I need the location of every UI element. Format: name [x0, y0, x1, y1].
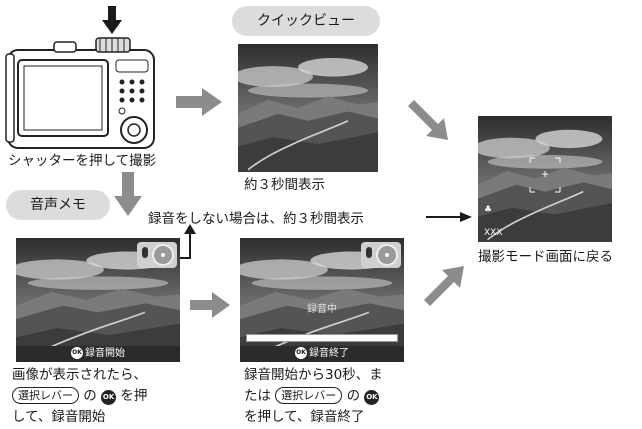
step-left-line2: 選択レバー の OK を押 — [12, 387, 147, 406]
display-3s-label: 約３秒間表示 — [244, 177, 325, 193]
step-right-line3: を押して、録音終了 — [244, 409, 365, 425]
diagonal-up-arrow-icon — [424, 266, 464, 306]
down-arrow-icon — [102, 6, 122, 34]
recording-status: 録音中 — [307, 304, 337, 315]
record-progress — [246, 334, 398, 342]
mic-icon — [366, 247, 372, 258]
step-left-line3: して、録音開始 — [12, 409, 106, 425]
speaker-disc-icon — [152, 244, 174, 266]
down-arrow-gray-icon — [114, 172, 142, 216]
camera-illustration — [4, 24, 160, 150]
step-left-line1: 画像が表示されたら、 — [12, 367, 147, 383]
right-arrow-icon — [176, 88, 222, 116]
step-right-line2: たは 選択レバー の OK — [244, 387, 380, 405]
ok-button-icon: OK — [71, 347, 83, 359]
step-right-line1: 録音開始から30秒、ま — [244, 367, 383, 383]
diagonal-arrow-icon — [408, 100, 448, 140]
select-lever-icon: 選択レバー — [275, 387, 343, 404]
right-arrow-black-icon — [426, 212, 472, 222]
quick-view-label: クイックビュー — [232, 6, 380, 36]
select-lever-icon: 選択レバー — [12, 387, 79, 404]
voice-memo-indicator — [137, 242, 177, 268]
voice-memo-label: 音声メモ — [6, 190, 110, 220]
bent-arrow-icon — [178, 224, 196, 259]
return-mode-label: 撮影モード画面に戻る — [478, 249, 613, 265]
quick-view-photo — [238, 44, 378, 172]
speaker-disc-icon — [376, 244, 398, 266]
shutter-caption: シャッターを押して撮影 — [8, 153, 157, 169]
ok-button-icon: OK — [295, 347, 307, 359]
voice-memo-indicator-2 — [361, 242, 401, 268]
remaining-shots: XXX — [484, 228, 503, 238]
no-record-note: 録音をしない場合は、約３秒間表示 — [148, 211, 364, 227]
ok-button-icon: OK — [364, 390, 380, 405]
mic-icon — [142, 247, 148, 258]
svg-text:♣: ♣ — [484, 205, 492, 215]
shooting-mode-screen: ♣ XXX — [478, 116, 612, 242]
ok-button-icon: OK — [101, 390, 117, 405]
right-arrow-icon-2 — [190, 292, 230, 318]
